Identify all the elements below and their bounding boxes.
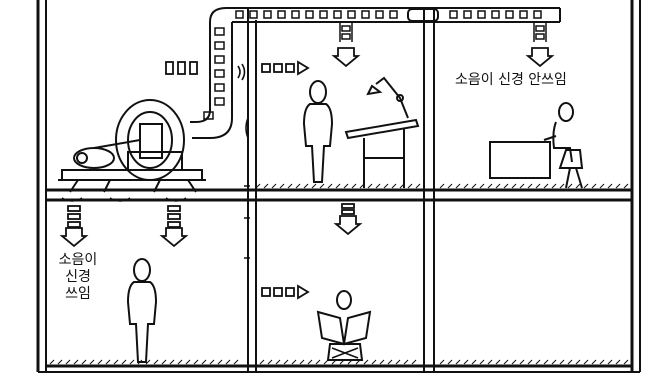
label-bothered-line1: 소음이 bbox=[58, 252, 98, 268]
label-bothered-line3: 쓰임 bbox=[65, 286, 91, 302]
silencer-icon bbox=[407, 8, 439, 22]
down-arrow-icons bbox=[59, 47, 555, 248]
label-not-bothered: 소음이 신경 안쓰임 bbox=[455, 72, 567, 88]
reading-person-icon bbox=[316, 290, 372, 361]
standing-person-lower-icon bbox=[126, 258, 158, 363]
label-bothered-line2: 신경 bbox=[65, 269, 91, 285]
drafting-table-icon bbox=[344, 76, 420, 188]
right-arrow-icons bbox=[165, 60, 310, 300]
label-bothered: 소음이 신경 쓰임 bbox=[58, 252, 98, 303]
seated-worker-icon bbox=[489, 102, 584, 189]
vibration-marks bbox=[237, 63, 250, 259]
standing-person-icon bbox=[302, 80, 334, 183]
floor-slab bbox=[38, 183, 640, 373]
ceiling-duct bbox=[190, 7, 561, 139]
machine-icon bbox=[58, 99, 206, 202]
